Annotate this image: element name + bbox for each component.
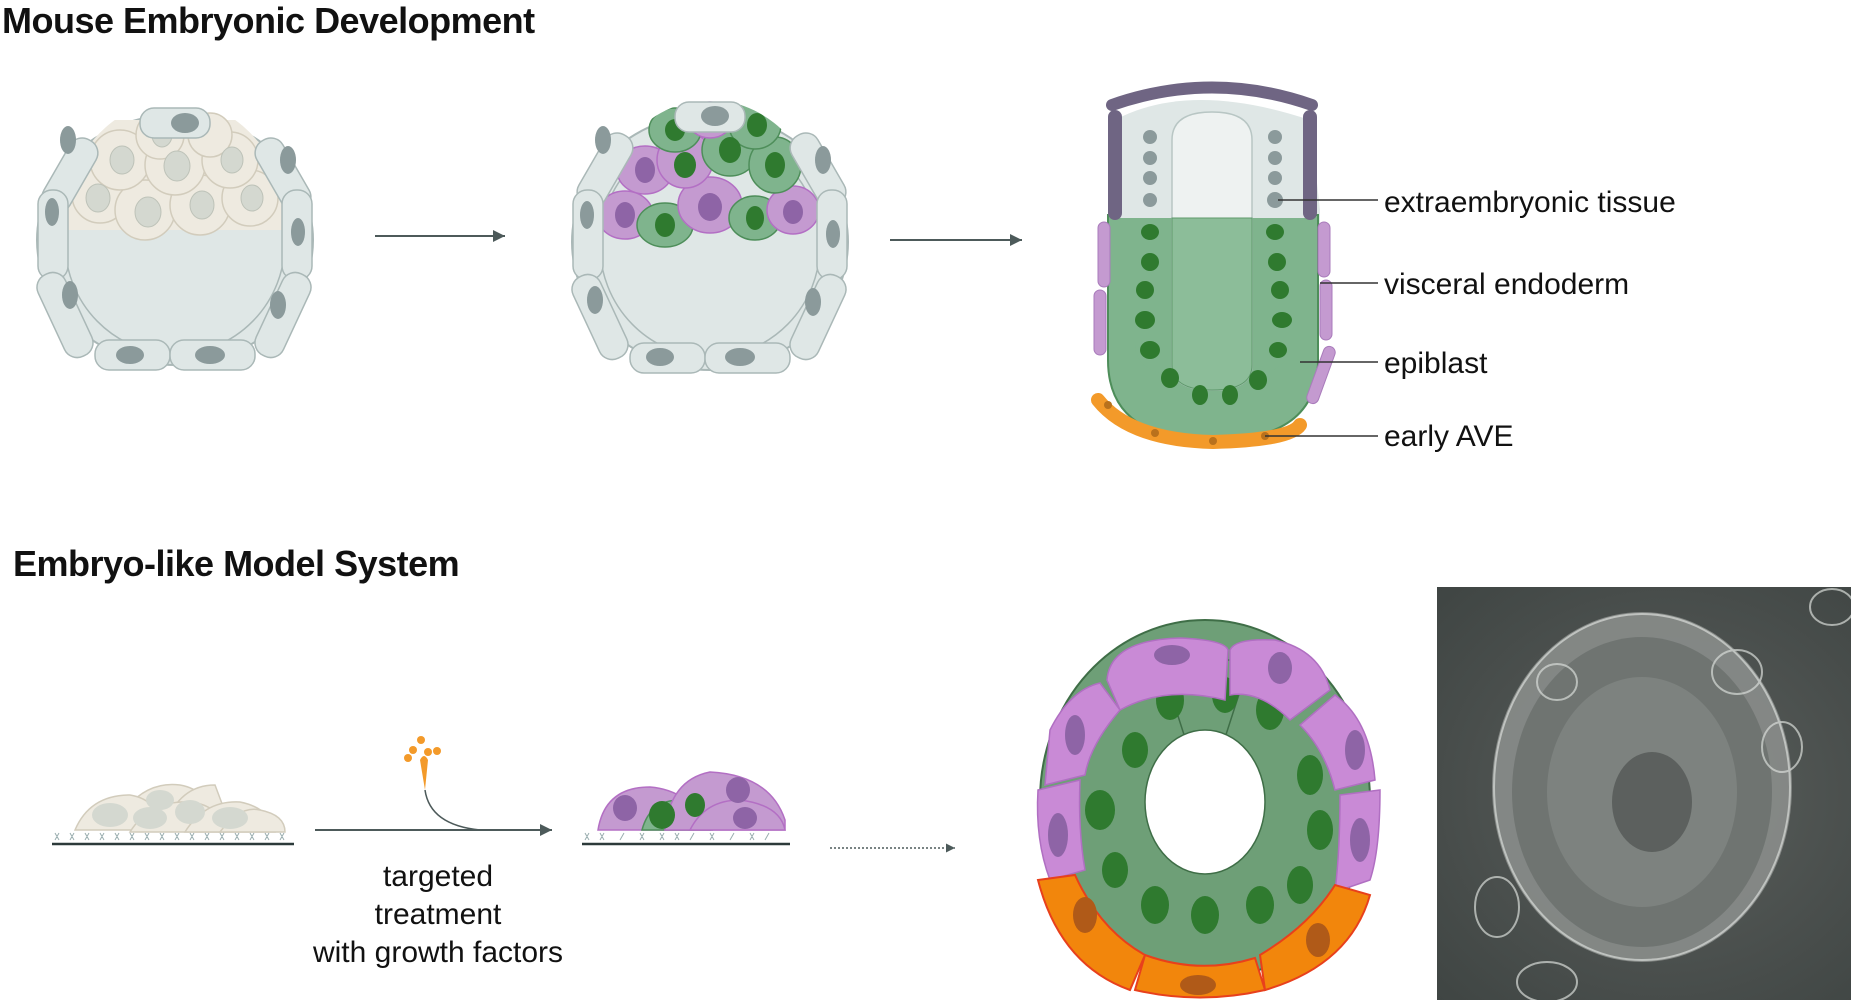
trophectoderm-nuclei bbox=[45, 113, 305, 364]
label-epiblast: epiblast bbox=[1384, 347, 1488, 380]
blastocyst-icm bbox=[36, 107, 314, 371]
treated-cluster bbox=[582, 771, 955, 853]
label-visceral-endoderm: visceral endoderm bbox=[1384, 268, 1630, 301]
label-early-ave: early AVE bbox=[1384, 420, 1514, 453]
blastocyst-segregated bbox=[571, 100, 849, 374]
growth-factor-dots-icon bbox=[404, 736, 441, 762]
pipette-tip bbox=[420, 756, 428, 790]
lumen bbox=[1144, 729, 1266, 875]
treatment-line-1: targeted bbox=[382, 860, 494, 893]
egg-cylinder bbox=[1091, 81, 1378, 450]
treatment-line-2: treatment bbox=[374, 898, 502, 931]
pipette-curve bbox=[424, 789, 481, 831]
rosette-model bbox=[1036, 619, 1381, 999]
treatment-line-3: with growth factors bbox=[312, 936, 564, 969]
extraembryonic-ectoderm-cap bbox=[1106, 81, 1318, 111]
growth-factor-treatment bbox=[315, 736, 552, 836]
treatment-caption: targeted treatment with growth factors bbox=[268, 858, 608, 972]
section-title-model-system: Embryo-like Model System bbox=[13, 543, 460, 584]
embryoid-micrograph bbox=[1474, 588, 1851, 1000]
stem-cell-cluster bbox=[52, 783, 294, 846]
brightfield-photo bbox=[1437, 587, 1851, 1000]
matrix-substrate bbox=[54, 832, 285, 841]
label-extraembryonic-tissue: extraembryonic tissue bbox=[1384, 186, 1676, 219]
label-leader-lines bbox=[1265, 199, 1378, 437]
section-title-mouse-development: Mouse Embryonic Development bbox=[2, 0, 535, 41]
